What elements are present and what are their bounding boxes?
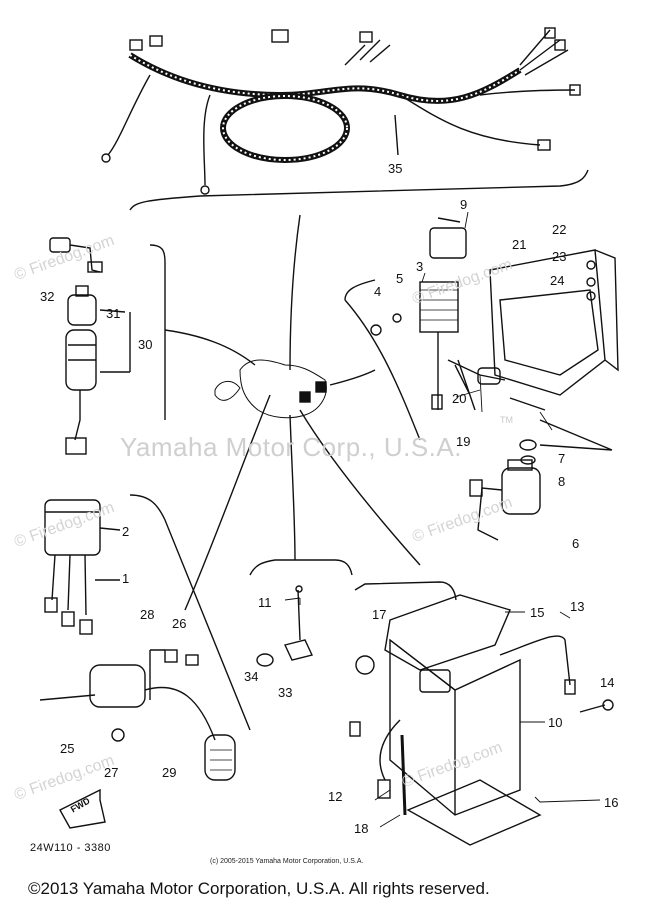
cdi-unit-2 <box>44 499 121 635</box>
fwd-arrow-shape <box>59 788 106 829</box>
part-label: 14 <box>600 675 615 690</box>
watermark-tm: TM <box>500 415 513 425</box>
part-label: 35 <box>388 161 403 176</box>
part-label: 13 <box>570 599 585 614</box>
part-label: 22 <box>552 222 567 237</box>
part-label: 33 <box>278 685 293 700</box>
part-label: 7 <box>558 451 566 466</box>
starter-relay-6 <box>469 419 613 541</box>
bracket-cdi <box>129 494 251 731</box>
ignition-coil-25 <box>39 649 236 781</box>
main-switch-30 <box>65 285 131 455</box>
part-label: 31 <box>106 306 121 321</box>
part-label: 32 <box>40 289 55 304</box>
leader-lines <box>284 211 601 828</box>
part-label: 28 <box>140 607 155 622</box>
part-label: 20 <box>452 391 467 406</box>
part-label: 27 <box>104 765 119 780</box>
part-label: 23 <box>552 249 567 264</box>
part-label: 34 <box>244 669 259 684</box>
part-label: 30 <box>138 337 153 352</box>
part-label: 10 <box>548 715 563 730</box>
diagram-code: 24W110 - 3380 <box>30 842 111 854</box>
part-label: 18 <box>354 821 369 836</box>
part-label: 6 <box>572 536 580 551</box>
part-label: 19 <box>456 434 471 449</box>
copyright-small: (c) 2005-2015 Yamaha Motor Corporation, … <box>210 858 364 865</box>
part-label: 21 <box>512 237 527 252</box>
rectifier-regulator-group <box>344 217 619 441</box>
battery-10 <box>349 581 614 846</box>
watermark-yamaha: Yamaha Motor Corp., U.S.A. <box>120 432 462 462</box>
part-label: 2 <box>122 524 130 539</box>
part-label: 1 <box>122 571 130 586</box>
part-label: 12 <box>328 789 343 804</box>
part-label: 9 <box>460 197 468 212</box>
bracket-left-top <box>149 244 166 420</box>
frame-sketch <box>164 214 421 611</box>
part-label: 17 <box>372 607 387 622</box>
part-label: 29 <box>162 765 177 780</box>
part-label: 3 <box>416 259 424 274</box>
wire-harness-35 <box>101 27 581 195</box>
part-label: 11 <box>258 595 272 610</box>
key-32 <box>49 237 103 273</box>
part-label: 24 <box>550 273 565 288</box>
part-label: 8 <box>558 474 566 489</box>
part-label: 25 <box>60 741 75 756</box>
electrical-parts-diagram <box>39 27 619 846</box>
copyright-main: ©2013 Yamaha Motor Corporation, U.S.A. A… <box>28 879 490 898</box>
part-label: 5 <box>396 271 404 286</box>
bracket-harness <box>129 169 589 211</box>
part-label: 26 <box>172 616 187 631</box>
part-label: 15 <box>530 605 545 620</box>
part-label: 16 <box>604 795 619 810</box>
neutral-switch-33 <box>249 559 353 667</box>
part-label: 4 <box>374 284 382 299</box>
